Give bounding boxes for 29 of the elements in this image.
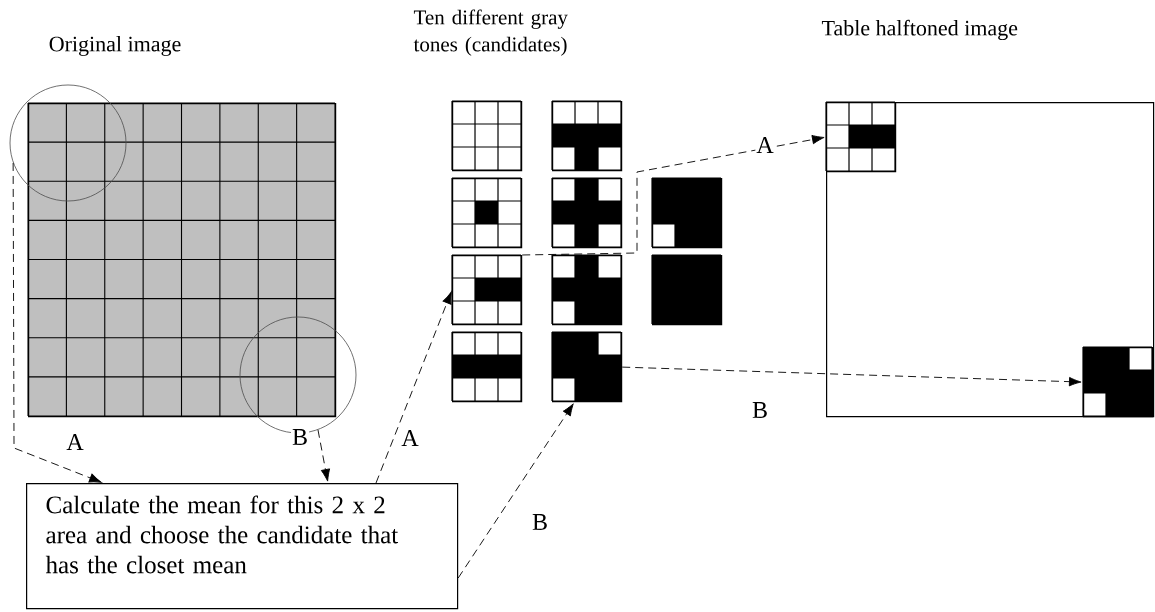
halftone-tile [451,254,523,326]
halftone-tile [551,254,623,326]
halftone-tile [451,100,523,172]
arrow [12,162,102,483]
edge-label: B [292,429,307,445]
halftone-tile [551,331,623,403]
halftone-tile [451,177,523,249]
halftone-tile [651,177,723,249]
edge-label: B [532,514,547,530]
halftone-tile [451,331,523,403]
arrow [621,366,1082,387]
edge-label: A [756,137,774,153]
arrow [457,403,574,579]
heading: Original image [49,36,181,56]
arrow [317,429,331,482]
heading: Table halftoned image [821,19,1018,41]
halftone-tile [551,100,623,172]
halftone-tile [551,177,623,249]
highlight-circle [9,84,127,202]
group-heading: Ten different gray tones (candidates) [413,9,568,56]
edge-label: A [401,430,419,446]
halftone-tile [651,254,723,326]
arrow [521,134,825,256]
edge-label: A [66,434,84,450]
note-box: Calculate the mean for this 2 x 2 area and choose the candidate that has the closet mean [26,483,459,610]
edge-label: B [752,402,767,418]
halftone-tile [825,101,897,173]
arrow [375,291,452,484]
halftone-tile [1082,346,1154,418]
